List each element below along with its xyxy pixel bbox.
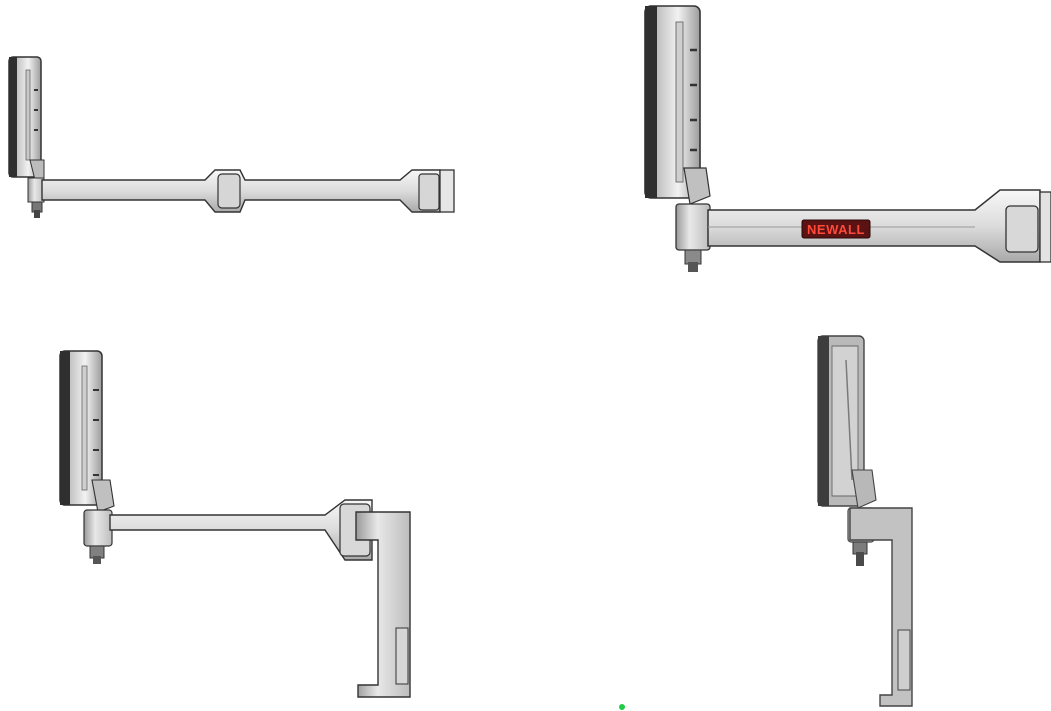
view-3-desk-clamp — [355, 511, 411, 698]
view-2-arm-assembly: NEWALL — [644, 5, 1051, 272]
view-1-arm-assembly — [8, 56, 455, 218]
view-4-monitor — [817, 335, 877, 509]
view-3-monitor — [59, 350, 115, 513]
brand-label: NEWALL — [807, 222, 865, 237]
view-4-arm-assembly — [817, 335, 913, 707]
green-dot-marker — [619, 704, 625, 710]
view-2-brand-plate: NEWALL — [801, 219, 871, 239]
view-2-monitor — [644, 5, 711, 205]
view-3-arm-assembly — [59, 350, 411, 698]
view-1-monitor — [8, 56, 45, 185]
view-4-desk-clamp — [849, 507, 913, 707]
